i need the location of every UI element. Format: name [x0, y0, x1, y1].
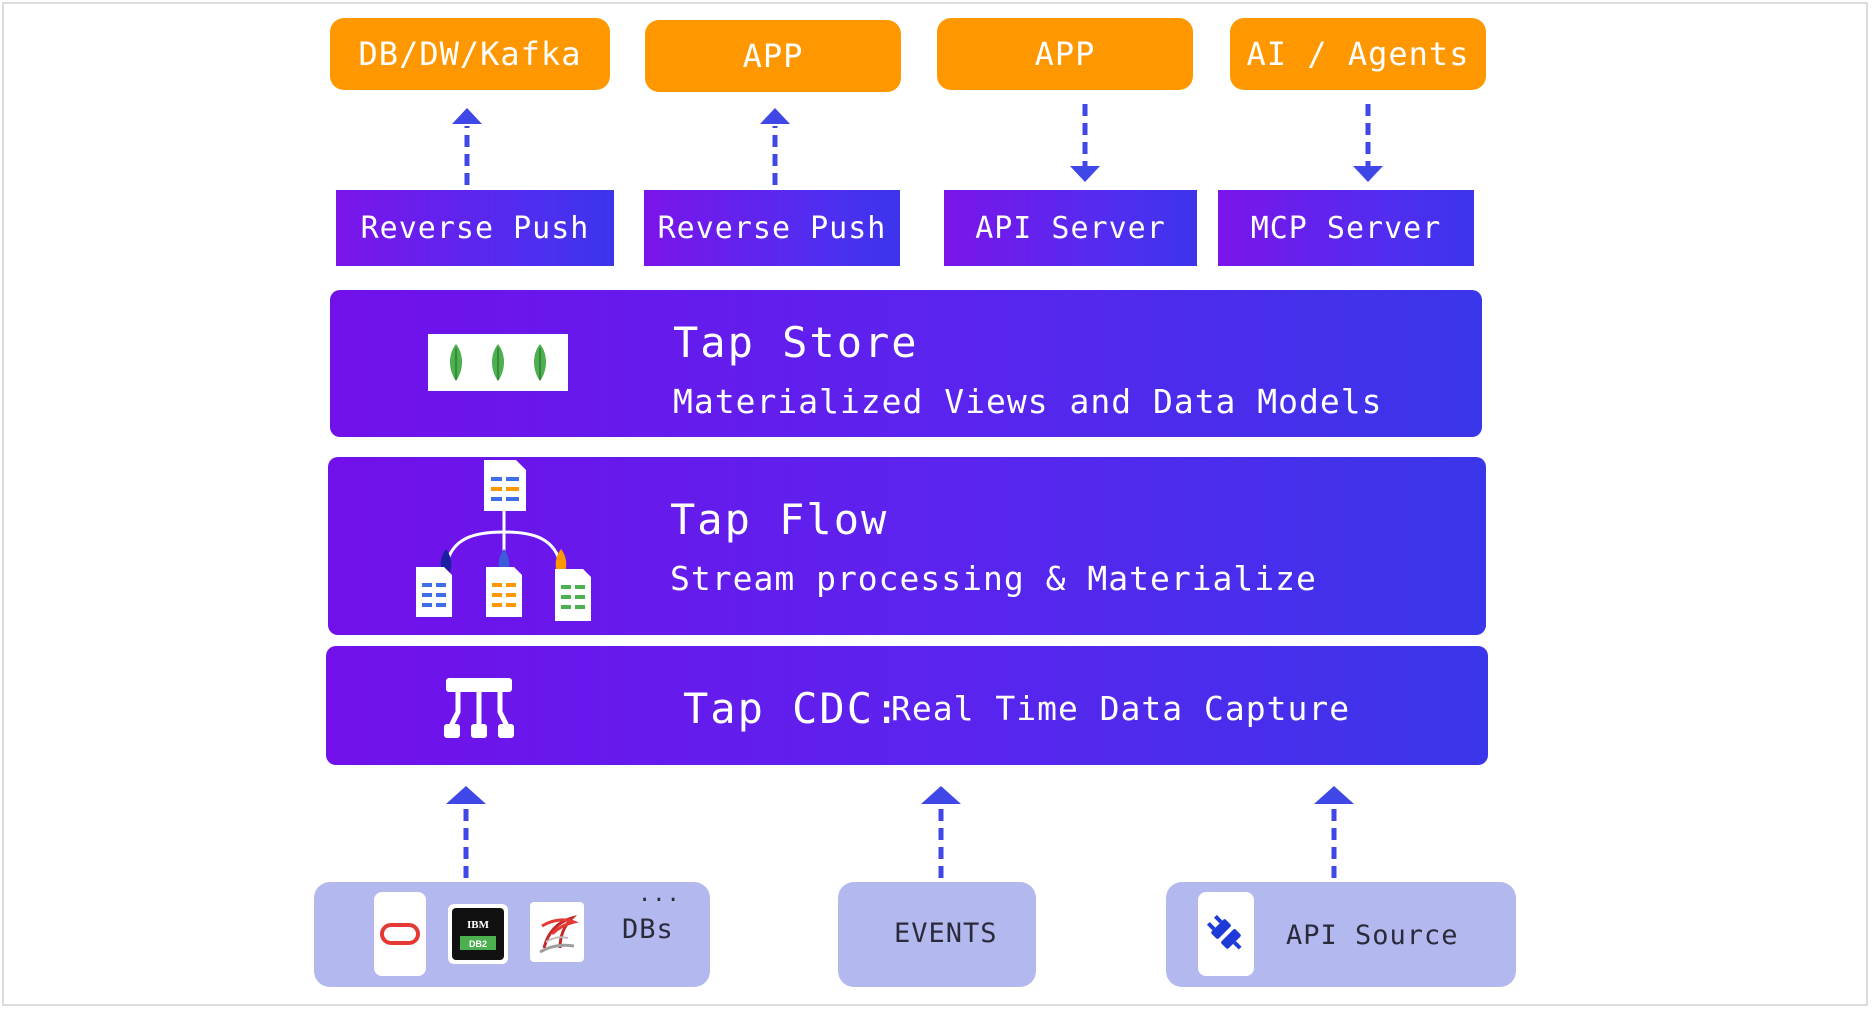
tap-store-title: Tap Store — [673, 318, 919, 367]
target-label: APP — [742, 37, 804, 75]
target-ai-agents: AI / Agents — [1230, 18, 1486, 90]
arrow-up-head-1 — [452, 108, 482, 124]
service-label: MCP Server — [1250, 210, 1442, 246]
target-app-2: APP — [937, 18, 1193, 90]
db2-text: DB2 — [469, 939, 487, 949]
plug-icon — [1198, 892, 1254, 976]
ibm-text: IBM — [467, 919, 490, 931]
service-label: API Server — [975, 210, 1166, 246]
service-label: Reverse Push — [360, 210, 590, 246]
events-label: EVENTS — [894, 918, 998, 949]
arrow-down-head-4 — [1353, 166, 1383, 182]
target-label: DB/DW/Kafka — [358, 35, 582, 73]
target-label: APP — [1034, 35, 1096, 73]
arrow-up-head-api — [1314, 786, 1354, 804]
target-label: AI / Agents — [1246, 35, 1470, 73]
tap-flow-subtitle: Stream processing & Materialize — [670, 559, 1317, 598]
target-app-1: APP — [645, 20, 901, 92]
sql-server-icon — [530, 902, 584, 962]
dbs-label: DBs — [622, 914, 674, 945]
arrow-up-head-dbs — [446, 786, 486, 804]
tap-flow-layer: Tap Flow Stream processing & Materialize — [328, 457, 1486, 635]
ibm-db2-icon: IBM DB2 — [448, 904, 508, 964]
service-api-server: API Server — [944, 190, 1197, 266]
arrow-up-head-2 — [760, 108, 790, 124]
source-events: EVENTS — [838, 882, 1036, 987]
service-reverse-push-2: Reverse Push — [644, 190, 900, 266]
service-mcp-server: MCP Server — [1218, 190, 1474, 266]
tap-cdc-layer: Tap CDC: Real Time Data Capture — [326, 646, 1488, 765]
tap-cdc-subtitle: Real Time Data Capture — [891, 689, 1351, 728]
tap-store-subtitle: Materialized Views and Data Models — [673, 382, 1383, 421]
mongodb-leaf-icon — [428, 334, 568, 391]
source-dbs: IBM DB2 ... DBs — [314, 882, 710, 987]
arrow-up-head-events — [921, 786, 961, 804]
target-db-dw-kafka: DB/DW/Kafka — [330, 18, 610, 90]
pipeline-split-icon — [444, 678, 514, 738]
service-reverse-push-1: Reverse Push — [336, 190, 614, 266]
tap-cdc-title: Tap CDC: — [683, 684, 902, 733]
arrows-top — [452, 104, 1383, 185]
tap-flow-title: Tap Flow — [670, 495, 889, 544]
arrow-down-head-3 — [1070, 166, 1100, 182]
tap-store-layer: Tap Store Materialized Views and Data Mo… — [330, 290, 1482, 437]
source-api: API Source — [1166, 882, 1516, 987]
oracle-icon — [374, 892, 426, 976]
document-tree-icon — [416, 460, 591, 621]
dbs-more: ... — [638, 882, 681, 907]
api-source-label: API Source — [1286, 920, 1459, 951]
service-label: Reverse Push — [657, 210, 887, 246]
